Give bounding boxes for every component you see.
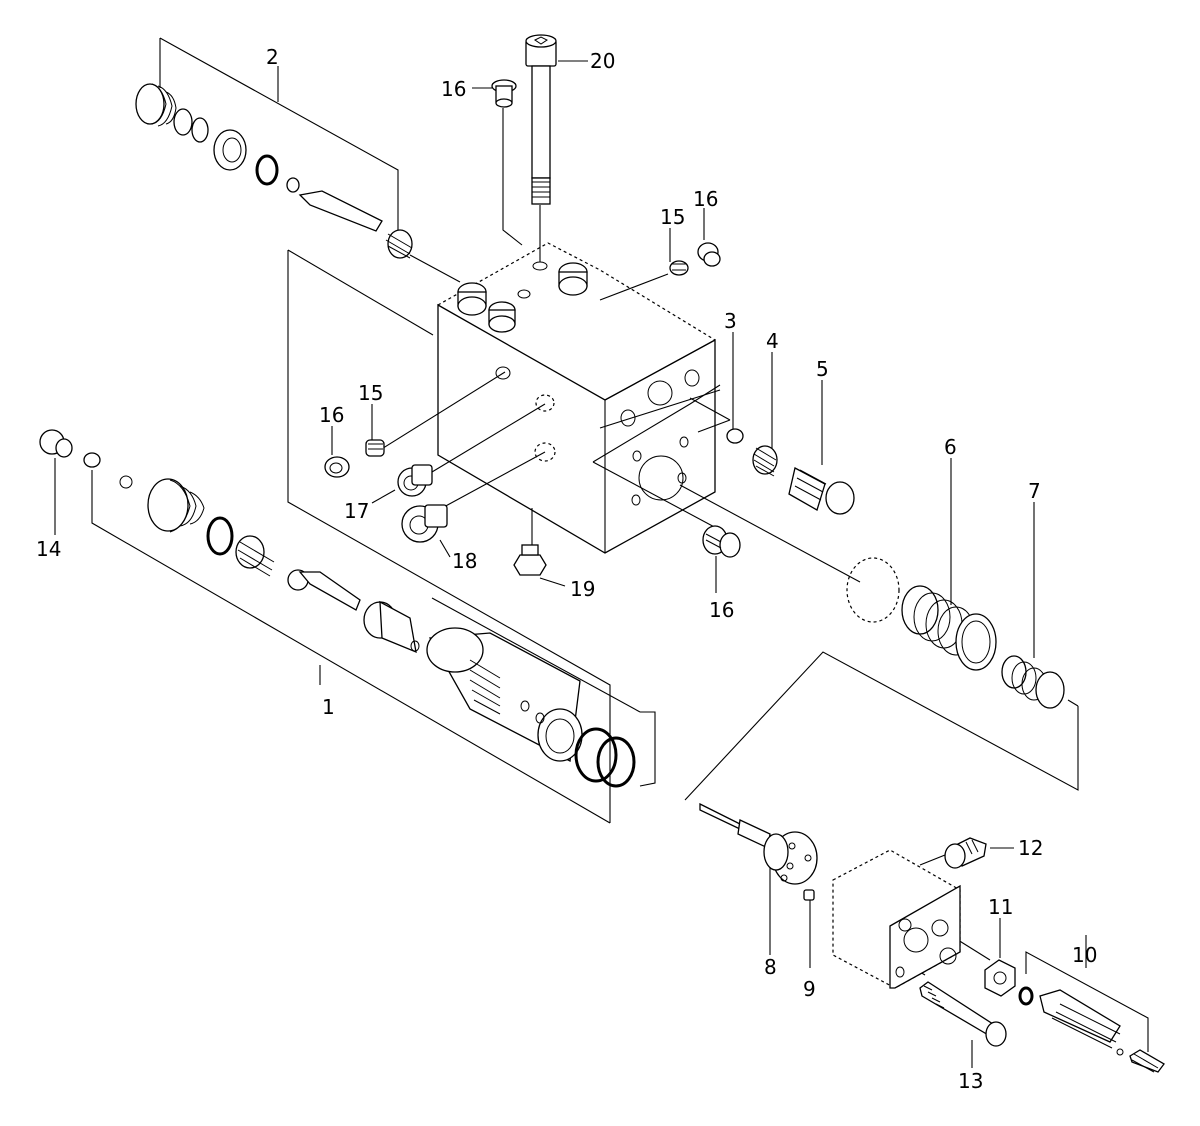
secondary-block xyxy=(832,849,961,989)
leader-lines xyxy=(54,37,1149,1068)
label-16-bottom: 16 xyxy=(709,598,734,622)
label-17: 17 xyxy=(344,499,369,523)
parts-10-11-12-13 xyxy=(919,837,1165,1073)
label-19: 19 xyxy=(570,577,595,601)
label-11: 11 xyxy=(988,895,1013,919)
plugs-17-18-19 xyxy=(397,464,547,576)
screws-15-16-left xyxy=(324,439,385,478)
label-14: 14 xyxy=(36,537,61,561)
label-13: 13 xyxy=(958,1069,983,1093)
parts-3-4-5 xyxy=(726,428,855,515)
label-16-right: 16 xyxy=(693,187,718,211)
label-15-left: 15 xyxy=(358,381,383,405)
screws-15-16-top-right xyxy=(669,242,721,276)
part-labels: 1 2 3 4 5 6 7 8 9 10 11 12 13 14 15 15 1… xyxy=(36,45,1097,1093)
label-20: 20 xyxy=(590,49,615,73)
label-2: 2 xyxy=(266,45,279,69)
label-16-top: 16 xyxy=(441,77,466,101)
relief-cartridge-2 xyxy=(135,83,413,259)
label-6: 6 xyxy=(944,435,957,459)
label-16-left: 16 xyxy=(319,403,344,427)
label-7: 7 xyxy=(1028,479,1041,503)
poppet-8-screw-9 xyxy=(699,802,818,901)
label-10: 10 xyxy=(1072,943,1097,967)
label-3: 3 xyxy=(724,309,737,333)
label-12: 12 xyxy=(1018,836,1043,860)
label-8: 8 xyxy=(764,955,777,979)
main-cartridge-1 xyxy=(147,478,636,788)
label-1: 1 xyxy=(322,695,335,719)
label-4: 4 xyxy=(766,329,779,353)
label-18: 18 xyxy=(452,549,477,573)
o-ring-dashed xyxy=(846,557,900,623)
label-9: 9 xyxy=(803,977,816,1001)
springs-6-7 xyxy=(901,585,1065,709)
plug-16-bottom xyxy=(702,525,741,558)
label-15-top: 15 xyxy=(660,205,685,229)
main-valve-block xyxy=(437,242,716,554)
plug-16-top xyxy=(491,79,517,108)
cap-screw-20 xyxy=(525,34,557,205)
label-5: 5 xyxy=(816,357,829,381)
plug-14 xyxy=(39,429,133,489)
